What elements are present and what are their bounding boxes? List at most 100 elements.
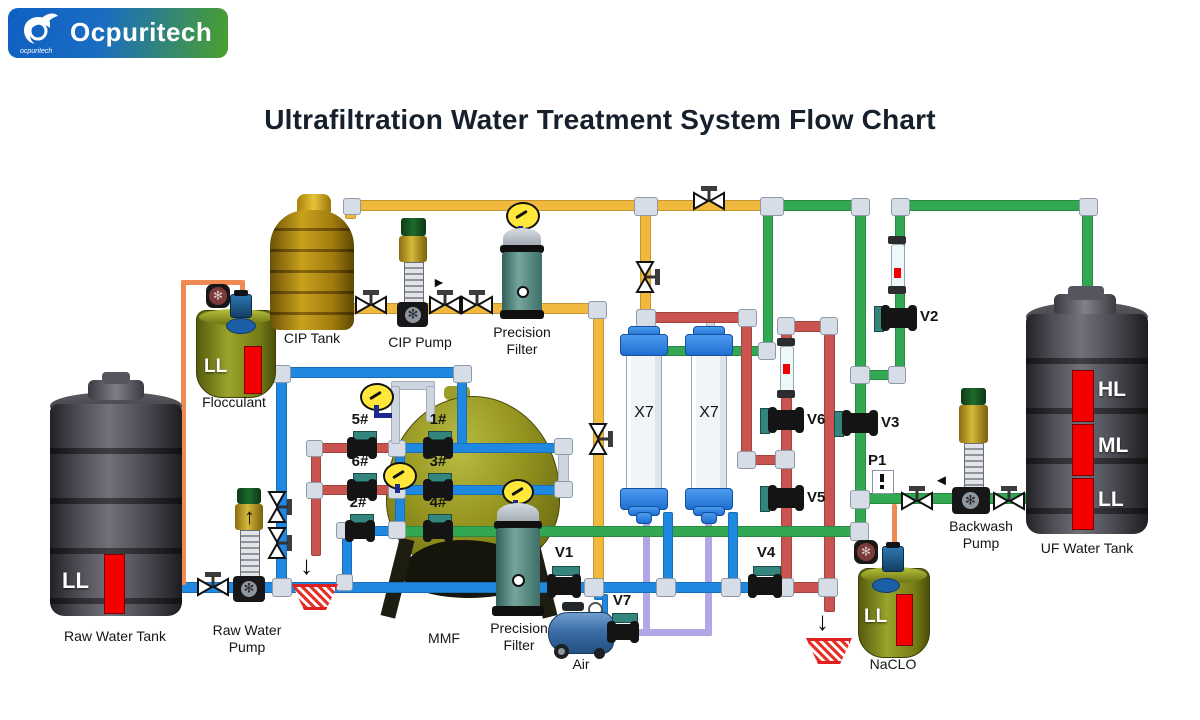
pipe-mmf-outlet bbox=[400, 526, 856, 537]
valve-v2-label: V2 bbox=[920, 308, 939, 325]
pipe-elbow bbox=[343, 198, 361, 215]
pipe-cip-top-run bbox=[350, 200, 772, 211]
valve-2 bbox=[345, 520, 375, 542]
pipe-elbow bbox=[636, 309, 656, 327]
raw-water-tank-label: Raw Water Tank bbox=[64, 628, 166, 644]
x7b-bottom-tip bbox=[701, 512, 717, 524]
pipe-tee bbox=[775, 450, 795, 469]
pipe-raw-outlet bbox=[176, 582, 288, 593]
naclo-label: NaCLO bbox=[869, 656, 917, 672]
pressure-gauge-icon bbox=[383, 462, 417, 490]
cip-pump-label: CIP Pump bbox=[388, 334, 452, 350]
valve-v5 bbox=[768, 485, 804, 511]
backwash-pump-body bbox=[959, 405, 988, 443]
pipe-mmf-arch-left bbox=[391, 386, 400, 444]
pipe-elbow bbox=[820, 317, 838, 335]
valve-tag bbox=[753, 566, 781, 576]
valve-1 bbox=[423, 437, 453, 459]
pipe-elbow bbox=[758, 342, 776, 360]
valve-4-label: 4# bbox=[429, 494, 447, 511]
pipe-2-loop bbox=[342, 530, 352, 580]
raw-pump-body bbox=[235, 504, 263, 530]
valve-6 bbox=[347, 479, 377, 501]
pipe-elbow bbox=[306, 440, 323, 457]
pipe-x7-top-header bbox=[651, 312, 747, 323]
backwash-pump-label: Backwash Pump bbox=[949, 518, 1013, 551]
x7b-label: X7 bbox=[699, 404, 719, 421]
gate-valve-icon bbox=[901, 486, 933, 511]
pipe-tee-p1 bbox=[850, 490, 870, 509]
mixer-fan-icon bbox=[206, 284, 230, 308]
pipe-air-hook-v bbox=[602, 594, 608, 614]
uf-module-x7b bbox=[691, 338, 727, 508]
backwash-pump bbox=[952, 487, 990, 514]
pipe-air-header bbox=[610, 629, 712, 636]
cip-tank-cap bbox=[297, 194, 331, 212]
cip-pump-column bbox=[404, 262, 424, 304]
pipe-elbow bbox=[554, 481, 573, 498]
pump-fan-icon bbox=[241, 581, 257, 597]
cip-pump-cap bbox=[401, 218, 426, 236]
pipe-drain-riser bbox=[824, 328, 835, 612]
valve-tag bbox=[552, 566, 580, 576]
pipe-elbow bbox=[1079, 198, 1098, 216]
p1-sensor-mark bbox=[880, 474, 884, 482]
uf-level-ml-label: ML bbox=[1098, 434, 1129, 457]
raw-tank-cap-top bbox=[102, 372, 130, 384]
rotameter-cap bbox=[777, 390, 795, 398]
rotameter-float bbox=[783, 364, 790, 374]
compressor-wheel bbox=[594, 648, 605, 659]
pipe-tee bbox=[272, 578, 292, 597]
raw-tank-cap bbox=[88, 380, 144, 400]
drain-basin bbox=[806, 638, 852, 664]
pump-fan-icon bbox=[405, 307, 421, 323]
pipe-backwash-line bbox=[860, 493, 1035, 504]
brand-script: ocpuritech bbox=[20, 48, 53, 55]
filter-dome bbox=[497, 503, 539, 525]
raw-water-pump-label: Raw Water Pump bbox=[212, 622, 282, 655]
pipe-tee bbox=[850, 366, 870, 384]
backwash-pump-cap bbox=[961, 388, 986, 405]
naclo-level-label: LL bbox=[864, 606, 888, 627]
pipe-elbow bbox=[777, 317, 795, 335]
floc-tank-lid bbox=[226, 318, 256, 334]
brand-name: Ocpuritech bbox=[70, 17, 213, 47]
valve-tag bbox=[353, 431, 377, 440]
pipe-mmf-arch-right bbox=[426, 386, 435, 422]
filter-band bbox=[494, 521, 542, 529]
pipe-elbow bbox=[336, 574, 353, 591]
raw-pump-cap bbox=[237, 488, 261, 504]
raw-tank-level-label: LL bbox=[62, 568, 89, 593]
pipe-elbow bbox=[851, 198, 870, 216]
gate-valve-icon bbox=[429, 290, 461, 315]
naclo-level-bar bbox=[896, 594, 913, 646]
uf-level-bar-hl bbox=[1072, 370, 1094, 422]
gate-valve-icon bbox=[461, 290, 493, 315]
pipe-permeate-down bbox=[855, 205, 866, 501]
rotameter-float bbox=[894, 268, 901, 278]
brand-logo: Ocpuritech ocpuritech bbox=[8, 8, 228, 58]
pressure-gauge-icon bbox=[502, 479, 534, 505]
drain-basin bbox=[292, 584, 338, 610]
gate-valve-icon bbox=[993, 486, 1025, 511]
pipe-floc-dosing-h bbox=[181, 280, 245, 285]
pipe-tee bbox=[760, 197, 784, 216]
pipe-tee bbox=[584, 578, 604, 597]
naclo-dosing-pump bbox=[882, 542, 904, 572]
backwash-pump-column bbox=[964, 443, 984, 489]
check-valve-icon bbox=[267, 527, 292, 559]
page-title: Ultrafiltration Water Treatment System F… bbox=[264, 104, 936, 135]
pipe-mmf-top-drop bbox=[457, 372, 467, 446]
valve-v2 bbox=[881, 305, 917, 331]
pipe-air-x7a bbox=[643, 518, 650, 632]
pipe-tee bbox=[634, 197, 658, 216]
gate-valve-icon bbox=[197, 572, 229, 597]
x7b-top-head bbox=[685, 334, 733, 356]
pipe-elbow bbox=[738, 309, 757, 327]
pressure-gauge-icon bbox=[506, 202, 540, 230]
x7a-label: X7 bbox=[634, 404, 654, 421]
gauge-stem bbox=[374, 413, 392, 418]
valve-tag bbox=[428, 473, 452, 482]
cip-tank-label: CIP Tank bbox=[283, 330, 341, 346]
